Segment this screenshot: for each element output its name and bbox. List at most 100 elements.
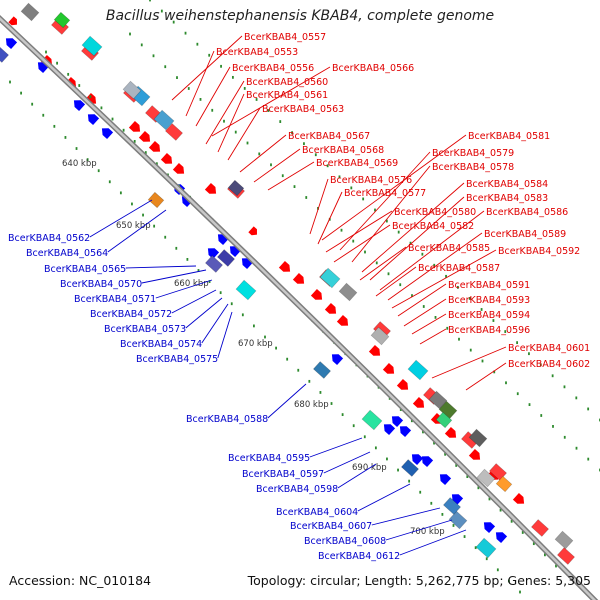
forward-gene-arrow	[204, 182, 217, 194]
tick-dot	[160, 9, 163, 13]
forward-label-connector	[321, 134, 467, 241]
reverse-gene-arrow	[495, 532, 508, 544]
forward-gene-label: BcerKBAB4_0569	[316, 158, 398, 169]
tick-dot	[164, 235, 167, 239]
tick-dot	[243, 87, 246, 90]
forward-gene-label: BcerKBAB4_0585	[408, 243, 490, 254]
forward-gene	[128, 120, 141, 132]
forward-label-connector	[195, 66, 231, 127]
feature-box-box	[495, 475, 513, 493]
tick-dot	[64, 136, 67, 139]
feature-box	[81, 35, 103, 57]
tick-dot	[480, 308, 483, 311]
forward-label-connector	[267, 161, 315, 191]
forward-gene-label: BcerKBAB4_0566	[332, 63, 414, 74]
reverse-gene-label: BcerKBAB4_0570	[60, 279, 142, 290]
reverse-gene-label: BcerKBAB4_0608	[304, 536, 386, 547]
forward-label-connector	[361, 182, 465, 273]
tick-dot	[133, 139, 136, 143]
forward-label-connector	[205, 80, 245, 145]
feature-box	[443, 497, 461, 515]
feature-box	[205, 255, 223, 273]
tick-dot	[555, 564, 557, 568]
tick-dot	[164, 65, 167, 69]
reverse-gene	[87, 114, 100, 126]
forward-gene-arrow	[412, 396, 425, 408]
feature-box	[401, 459, 419, 477]
forward-gene-arrow	[468, 448, 481, 460]
forward-gene-arrow	[8, 16, 17, 26]
reverse-gene-arrow	[391, 416, 404, 428]
reverse-gene-label: BcerKBAB4_0565	[44, 264, 126, 275]
tick-dot	[352, 424, 355, 428]
forward-gene-label: BcerKBAB4_0577	[344, 188, 426, 199]
reverse-gene	[411, 454, 424, 466]
forward-gene-label: BcerKBAB4_0591	[448, 280, 530, 291]
forward-gene	[278, 260, 291, 272]
forward-gene	[324, 302, 337, 314]
tick-dot	[108, 180, 111, 184]
tick-dot	[241, 313, 244, 317]
feature-box-box	[147, 191, 165, 209]
tick-dot	[430, 501, 433, 505]
tick-dot	[187, 87, 190, 90]
forward-label-connector	[359, 246, 407, 281]
forward-label-connector	[217, 93, 245, 153]
tick-dot	[444, 452, 447, 456]
tick-dot	[492, 319, 495, 322]
tick-dot	[111, 117, 114, 121]
forward-gene-arrow	[368, 344, 381, 356]
reverse-gene-arrow	[421, 456, 434, 468]
kbp-label: 670 kbp	[238, 339, 273, 349]
feature-box	[235, 279, 257, 301]
reverse-label-connector	[371, 507, 441, 526]
forward-label-connector	[375, 266, 417, 297]
tick-dot	[587, 457, 590, 461]
feature-box	[495, 475, 513, 493]
feature-box	[20, 2, 40, 22]
forward-label-connector	[253, 148, 301, 183]
tick-dot	[363, 435, 366, 439]
forward-label-connector	[411, 313, 447, 335]
forward-gene	[412, 396, 425, 408]
tick-dot	[53, 124, 56, 128]
reverse-gene-arrow	[5, 38, 18, 50]
feature-box	[370, 326, 390, 346]
forward-gene-arrow	[278, 260, 291, 272]
tick-dot	[505, 381, 507, 385]
reverse-gene	[207, 248, 220, 260]
tick-dot	[184, 31, 187, 35]
tick-dot	[86, 158, 89, 162]
forward-label-connector	[239, 134, 287, 173]
feature-box-box	[435, 411, 453, 429]
tick-dot	[293, 185, 296, 188]
forward-gene-box	[531, 519, 549, 537]
tick-dot	[42, 113, 45, 117]
reverse-gene-label: BcerKBAB4_0612	[318, 551, 400, 562]
forward-gene-label: BcerKBAB4_0582	[392, 221, 474, 232]
forward-gene-label: BcerKBAB4_0563	[262, 104, 344, 115]
reverse-gene	[73, 100, 86, 112]
forward-gene-arrow	[292, 272, 305, 284]
forward-gene-label: BcerKBAB4_0592	[498, 246, 580, 257]
tick-dot	[264, 335, 266, 339]
forward-label-connector	[309, 178, 329, 235]
forward-gene-arrow	[512, 492, 525, 504]
tick-dot	[466, 475, 469, 479]
tick-dot	[100, 106, 103, 110]
tick-dot	[463, 535, 466, 538]
tick-dot	[45, 50, 47, 54]
forward-label-connector	[391, 249, 497, 309]
feature-box-box	[153, 109, 175, 131]
tick-dot	[504, 330, 507, 333]
reverse-gene-arrow	[383, 424, 396, 436]
tick-dot	[303, 142, 305, 146]
tick-dot	[9, 80, 11, 84]
feature-box	[338, 282, 358, 302]
tick-dot	[255, 98, 258, 101]
forward-label-connector	[211, 66, 331, 137]
tick-dot	[211, 108, 214, 112]
reverse-label-connector	[217, 311, 233, 359]
tick-dot	[208, 280, 211, 283]
